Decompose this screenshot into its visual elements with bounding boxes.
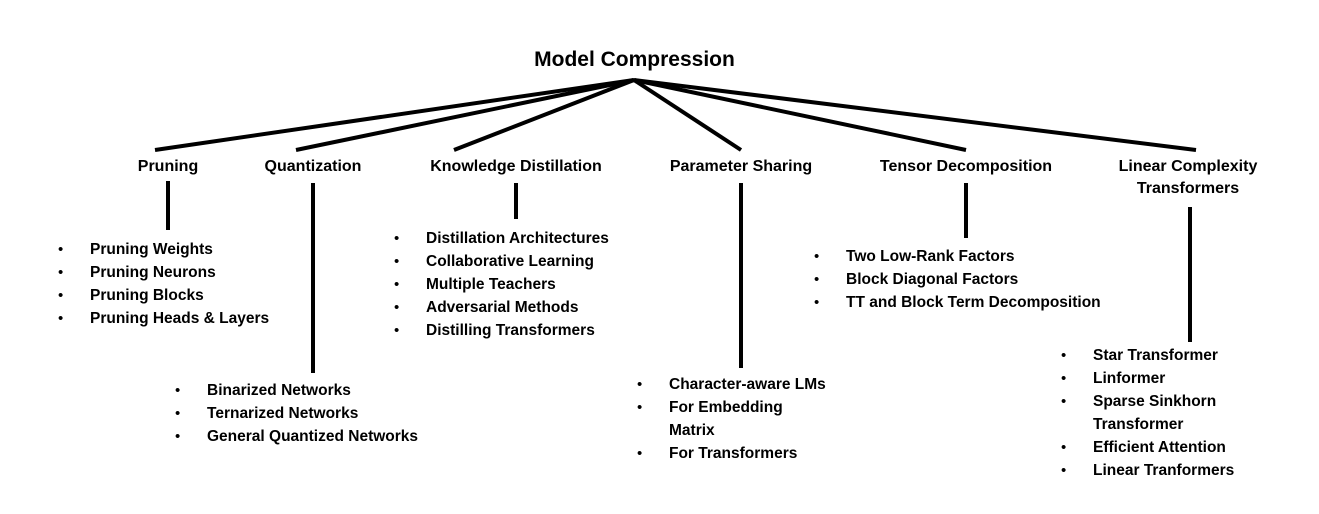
list-item: •Distillation Architectures xyxy=(394,230,609,247)
list-item: •Multiple Teachers xyxy=(394,276,556,293)
list-item: •Efficient Attention xyxy=(1061,439,1226,456)
list-item: •Two Low-Rank Factors xyxy=(814,248,1015,265)
list-item: •General Quantized Networks xyxy=(175,428,419,445)
category-quantization: Quantization xyxy=(264,158,362,175)
list-item: •Binarized Networks xyxy=(175,382,351,399)
root-title: Model Compression xyxy=(534,48,735,71)
list-item: •TT and Block Term Decomposition xyxy=(814,294,1101,311)
list-quantization: •Binarized Networks •Ternarized Networks… xyxy=(175,379,418,448)
list-parameter-sharing: •Character-aware LMs •For Embedding Matr… xyxy=(637,373,826,465)
edge-root-tensor-decomposition xyxy=(633,78,967,152)
list-item: •Star Transformer xyxy=(1061,347,1218,364)
category-parameter-sharing: Parameter Sharing xyxy=(669,158,813,175)
category-tensor-decomposition: Tensor Decomposition xyxy=(879,158,1053,175)
list-item: •Distilling Transformers xyxy=(394,322,595,339)
list-item: •Adversarial Methods xyxy=(394,299,579,316)
list-item: •Sparse Sinkhorn Transformer xyxy=(1061,393,1217,433)
list-item: •Linear Tranformers xyxy=(1061,462,1235,479)
list-item: •Pruning Heads & Layers xyxy=(58,310,270,327)
list-item: •Character-aware LMs xyxy=(637,376,826,393)
list-item: •Collaborative Learning xyxy=(394,253,594,270)
list-item: •For Transformers xyxy=(637,445,798,462)
list-item: •Block Diagonal Factors xyxy=(814,271,1019,288)
list-item: •Ternarized Networks xyxy=(175,405,359,422)
edge-root-quantization xyxy=(295,78,635,152)
list-item: •Pruning Neurons xyxy=(58,264,216,281)
category-linear-complexity-transformers: Linear Complexity Transformers xyxy=(1118,158,1258,197)
category-pruning: Pruning xyxy=(137,158,199,175)
edge-root-pruning xyxy=(154,78,635,152)
list-pruning: •Pruning Weights •Pruning Neurons •Pruni… xyxy=(58,238,269,330)
category-knowledge-distillation: Knowledge Distillation xyxy=(430,158,602,175)
edge-root-knowledge-distillation xyxy=(453,78,635,152)
edge-root-linear-complexity xyxy=(633,78,1197,152)
list-item: •Pruning Blocks xyxy=(58,287,204,304)
list-knowledge-distillation: •Distillation Architectures •Collaborati… xyxy=(394,227,609,342)
edge-root-parameter-sharing xyxy=(632,78,743,152)
list-tensor-decomposition: •Two Low-Rank Factors •Block Diagonal Fa… xyxy=(814,245,1101,314)
list-item: •For Embedding Matrix xyxy=(637,399,783,439)
list-item: •Linformer xyxy=(1061,370,1166,387)
list-linear-complexity-transformers: •Star Transformer •Linformer •Sparse Sin… xyxy=(1061,344,1261,482)
list-item: •Pruning Weights xyxy=(58,241,213,258)
